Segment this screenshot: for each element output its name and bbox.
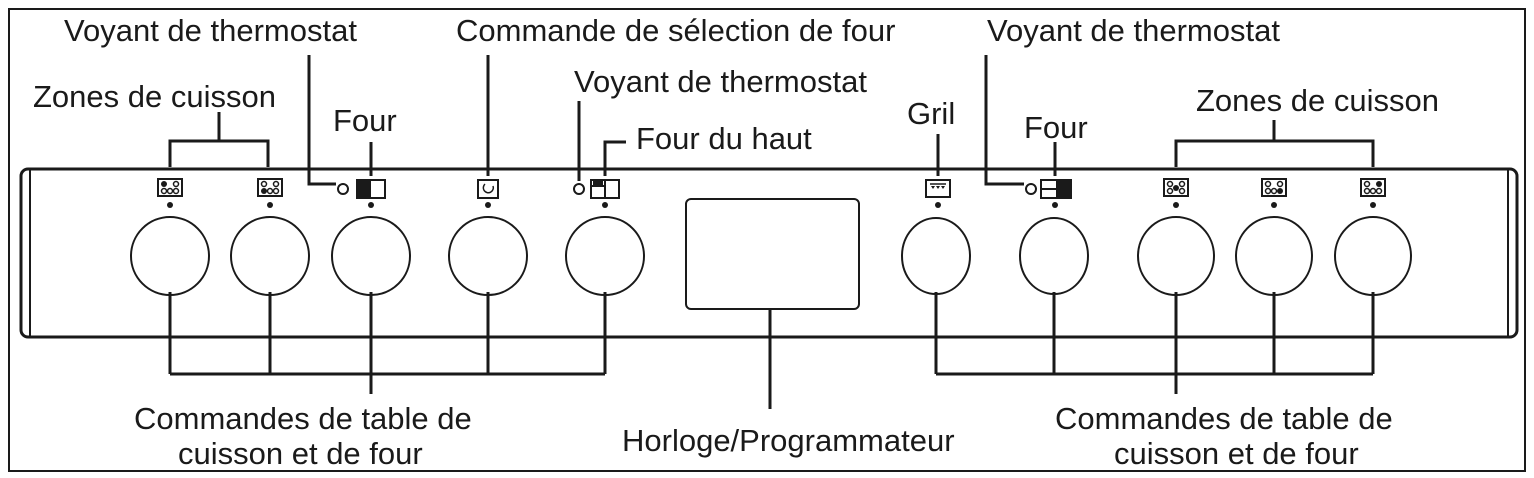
grill-icon [925,179,951,208]
oven-icon [356,179,386,208]
knob-hob-5[interactable] [1334,216,1412,296]
label-thermostat-light-left: Voyant de thermostat [64,13,357,48]
knob-hob-2[interactable] [230,216,310,296]
label-controls-left-line1: Commandes de table de [134,401,472,436]
hob-zone-icon [157,178,183,208]
label-oven-right: Four [1024,110,1088,145]
label-controls-left-line2: cuisson et de four [178,436,423,471]
knob-hob-1[interactable] [130,216,210,296]
knob-grill[interactable] [901,217,971,295]
thermostat-light-icon [1025,183,1037,195]
knob-hob-4[interactable] [1235,216,1313,296]
label-controls-right-line1: Commandes de table de [1055,401,1393,436]
hob-zone-icon [1360,178,1386,208]
outer-frame [8,8,1526,472]
label-controls-right-line2: cuisson et de four [1114,436,1359,471]
knob-oven-selector[interactable] [448,216,528,296]
hob-zone-icon [257,178,283,208]
knob-hob-3[interactable] [1137,216,1215,296]
hob-zone-icon [1163,178,1189,208]
thermostat-light-icon [573,183,585,195]
label-thermostat-light-center: Voyant de thermostat [574,64,867,99]
top-oven-icon [590,179,620,208]
knob-oven-left[interactable] [331,216,411,296]
labels: Voyant de thermostat Commande de sélecti… [33,13,1439,471]
label-top-oven: Four du haut [636,121,812,156]
label-thermostat-light-right: Voyant de thermostat [987,13,1280,48]
oven-icon [1040,179,1072,208]
label-oven-selector: Commande de sélection de four [456,13,895,48]
knob-oven-right[interactable] [1019,217,1089,295]
label-cooking-zones-left: Zones de cuisson [33,79,276,114]
thermostat-light-icon [337,183,349,195]
label-cooking-zones-right: Zones de cuisson [1196,83,1439,118]
clock-display[interactable] [685,198,860,310]
label-grill: Gril [907,96,955,131]
oven-selector-icon [477,179,499,208]
upper-leader-lines [168,55,1375,186]
knobs [130,216,1412,296]
lower-leader-lines [168,292,1375,409]
hob-zone-icon [1261,178,1287,208]
knob-top-oven[interactable] [565,216,645,296]
label-clock: Horloge/Programmateur [622,423,955,458]
label-oven-left: Four [333,103,397,138]
